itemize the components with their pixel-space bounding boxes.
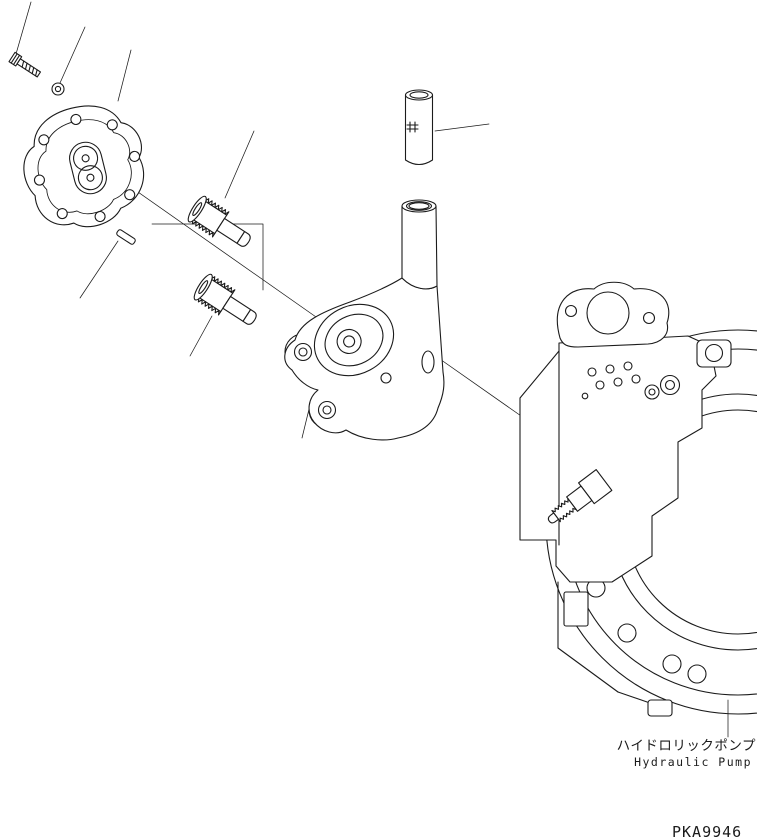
gear-pump-housing [284, 199, 445, 441]
cover-bolt-holes [33, 113, 141, 223]
hex-bolt [8, 51, 42, 78]
gear-shaft-lower [190, 271, 264, 334]
plug [404, 89, 434, 166]
dowel-pin [116, 229, 136, 245]
leader-lines [15, 1, 729, 738]
housing-bore [313, 303, 395, 377]
label-english: Hydraulic Pump [634, 755, 752, 769]
washer [51, 82, 65, 96]
label-japanese: ハイドロリックポンプ [617, 738, 756, 754]
callout-labels: ハイドロリックポンプ Hydraulic Pump [617, 738, 756, 769]
pump-shaft [547, 469, 613, 524]
gear-pump-cover [23, 105, 145, 228]
gear-shaft-upper [184, 193, 258, 256]
plug-hash-mark [406, 121, 419, 133]
suction-tube [401, 205, 438, 290]
figure-code: PKA9946 [672, 823, 742, 840]
pump-main-body [519, 281, 757, 717]
face-ports [581, 361, 681, 400]
